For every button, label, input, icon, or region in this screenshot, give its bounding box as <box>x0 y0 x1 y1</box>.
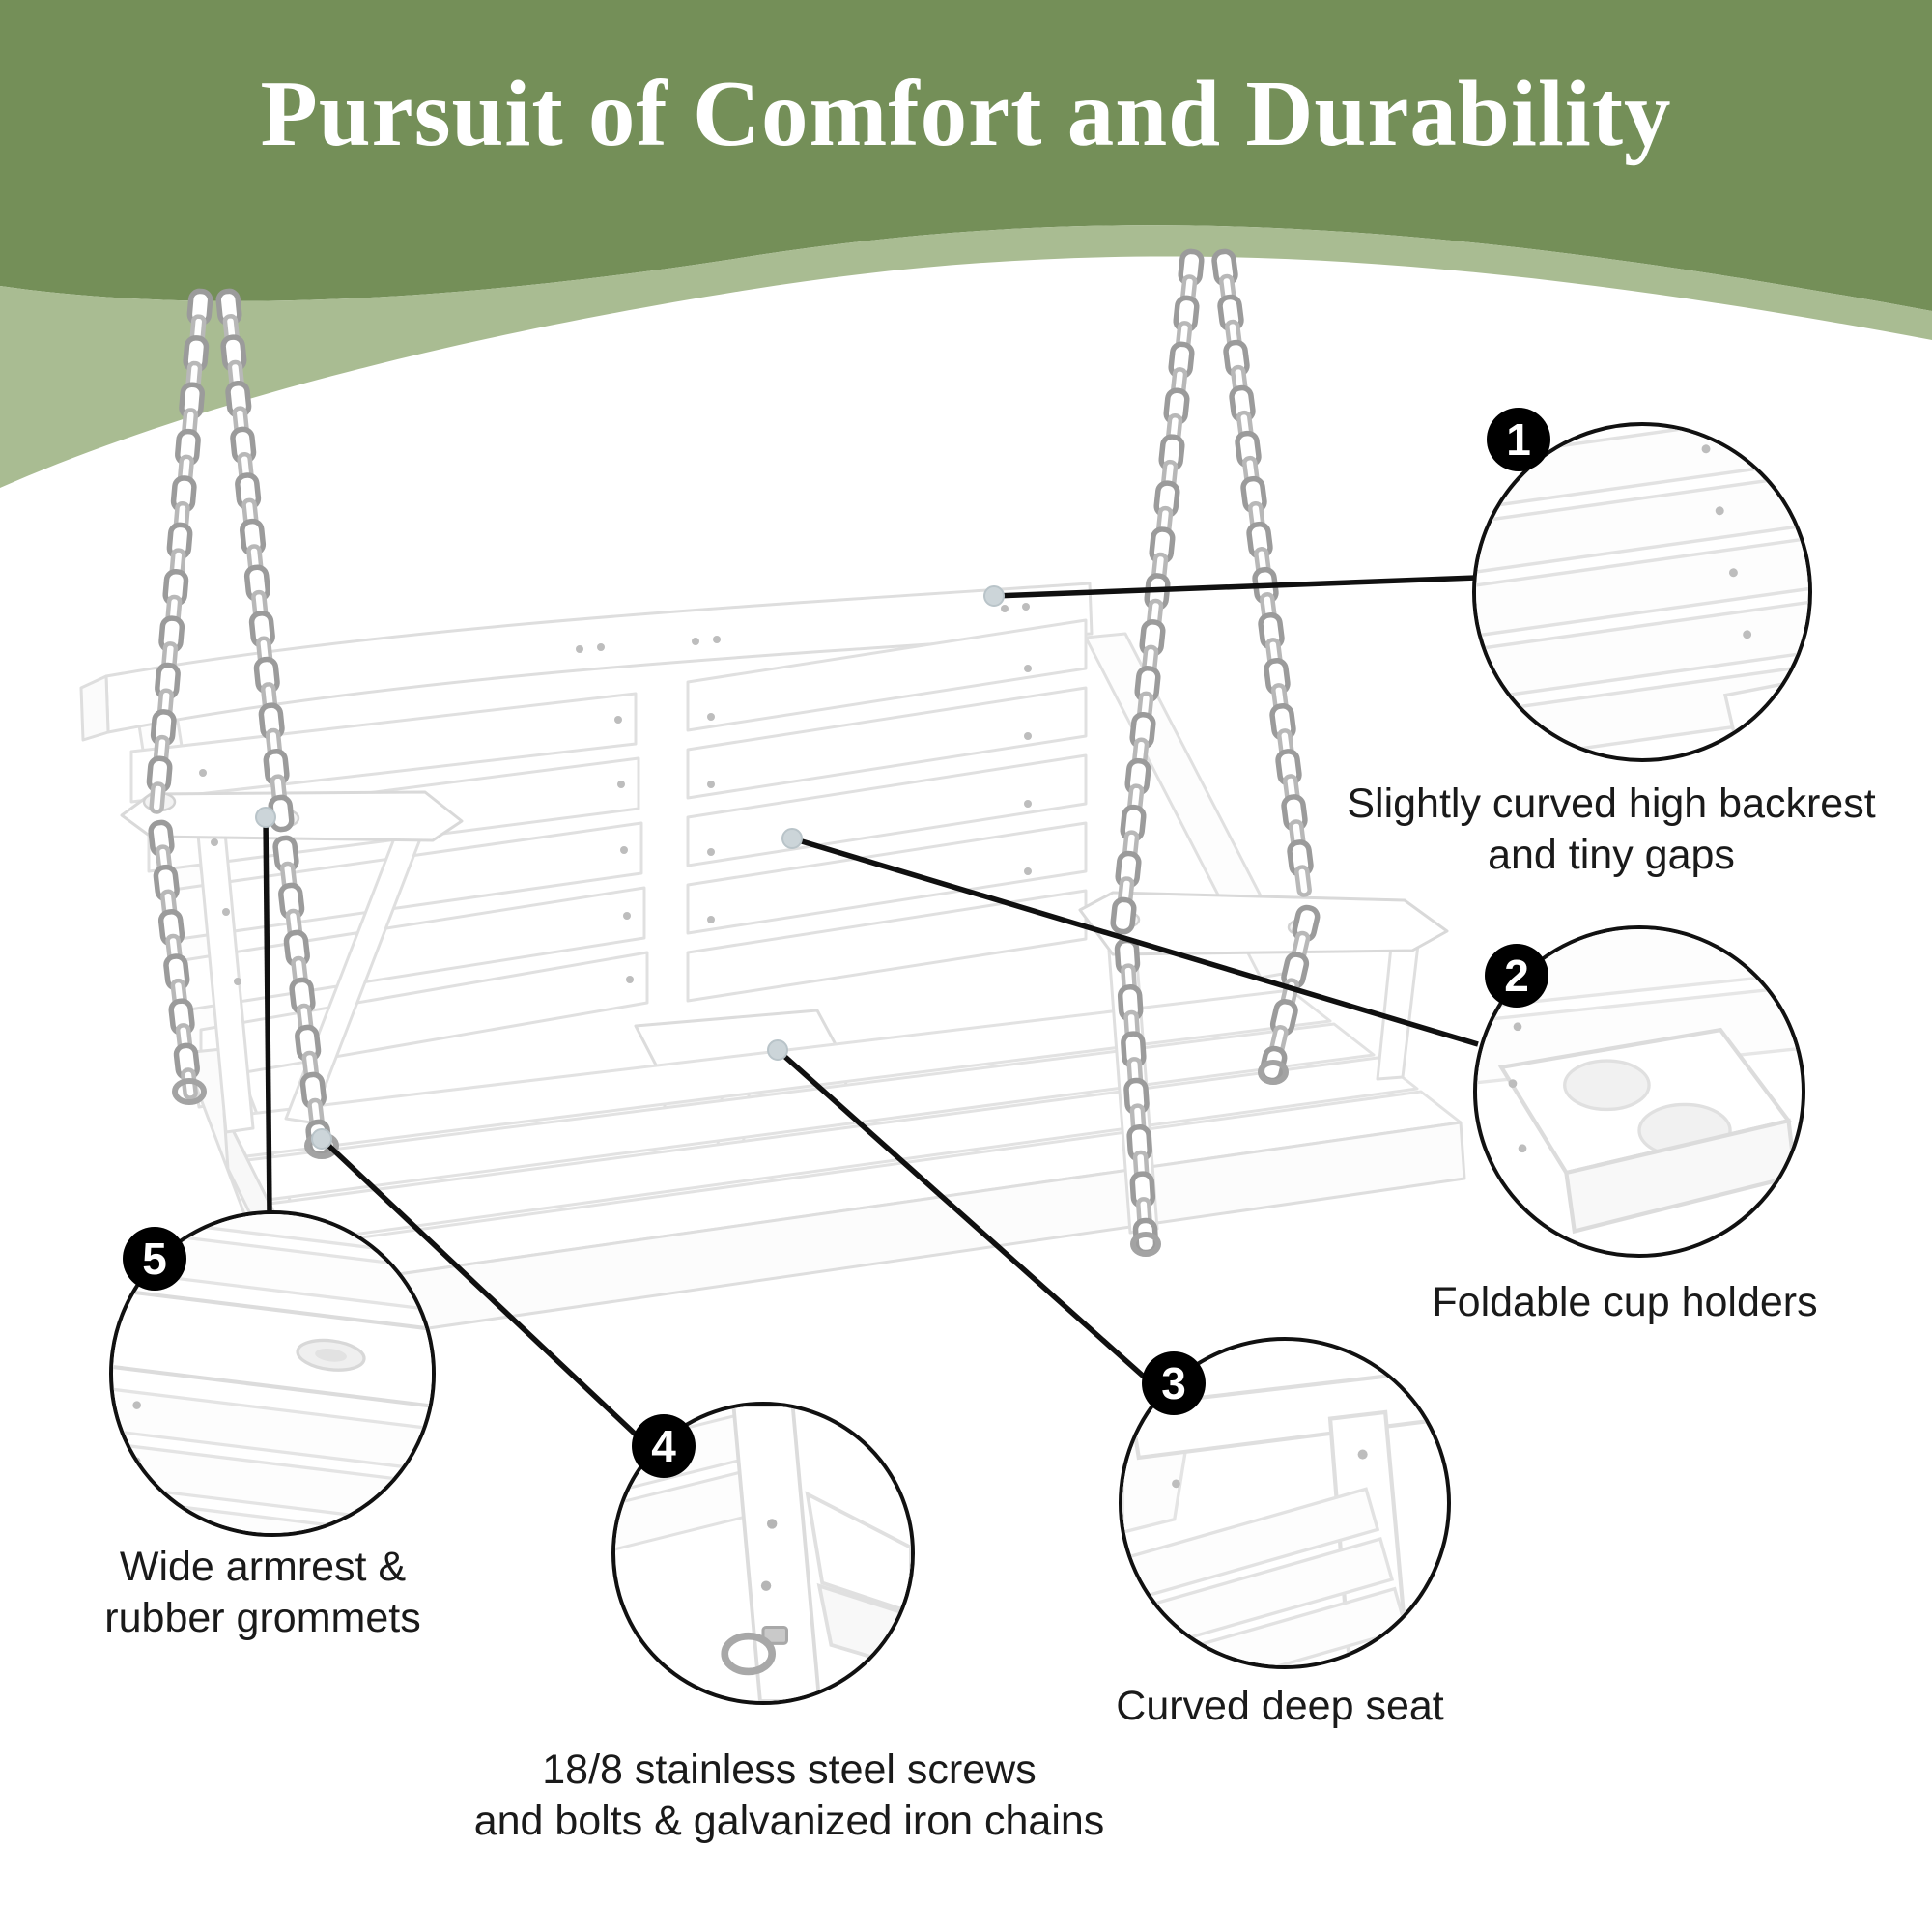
header-banner <box>0 0 1932 488</box>
callout-badge-3: 3 <box>1142 1351 1206 1415</box>
porch-swing <box>79 248 1466 1347</box>
backrest-closeup <box>1476 426 1808 758</box>
banner-dark-wave <box>0 0 1932 311</box>
callout-badge-4: 4 <box>632 1414 696 1478</box>
caption-line: Curved deep seat <box>1116 1683 1444 1729</box>
caption-line: and bolts & galvanized iron chains <box>473 1798 1105 1844</box>
callout-caption-3: Curved deep seat <box>1116 1681 1443 1732</box>
page-title: Pursuit of Comfort and Durability <box>260 62 1672 165</box>
backrest-top-rail <box>104 582 1094 734</box>
callout-caption-4: 18/8 stainless steel screws and bolts & … <box>474 1745 1105 1847</box>
callout-circle-backrest <box>1472 422 1812 762</box>
callout-badge-1: 1 <box>1487 408 1550 471</box>
callout-caption-1: Slightly curved high backrest and tiny g… <box>1347 779 1875 881</box>
galvanized-chains <box>146 248 1321 1256</box>
leader-lines <box>263 575 1479 1454</box>
callout-caption-2: Foldable cup holders <box>1432 1277 1817 1328</box>
caption-line: rubber grommets <box>104 1595 421 1641</box>
callout-badge-2: 2 <box>1485 944 1548 1008</box>
caption-line: Foldable cup holders <box>1432 1279 1818 1325</box>
leader-dots <box>255 585 1005 1150</box>
caption-line: 18/8 stainless steel screws <box>542 1747 1037 1793</box>
callout-badge-5: 5 <box>123 1227 186 1291</box>
backrest-right-slats <box>686 618 1088 1003</box>
banner-light-wave <box>0 225 1932 488</box>
callout-caption-5: Wide armrest & rubber grommets <box>104 1542 420 1644</box>
screws <box>199 603 1032 985</box>
caption-line: and tiny gaps <box>1488 832 1735 878</box>
caption-line: Wide armrest & <box>119 1544 407 1590</box>
caption-line: Slightly curved high backrest <box>1347 781 1876 827</box>
